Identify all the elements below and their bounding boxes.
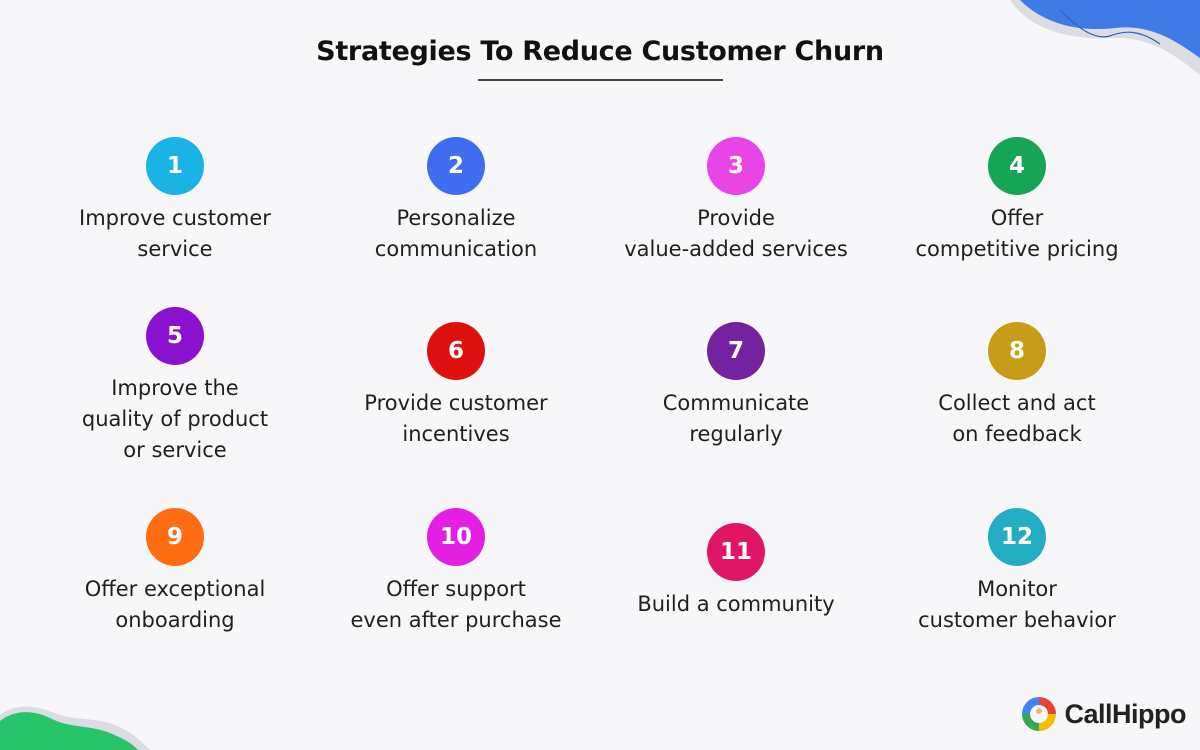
strategy-number-badge: 10 <box>427 508 485 566</box>
top-right-wave-decoration <box>1010 0 1200 75</box>
strategy-number-badge: 6 <box>427 322 485 380</box>
strategy-number-badge: 1 <box>146 137 204 195</box>
strategy-label: Collect and act on feedback <box>938 391 1096 446</box>
strategy-number-badge: 12 <box>988 508 1046 566</box>
page-title: Strategies To Reduce Customer Churn <box>316 36 884 67</box>
strategy-label: Build a community <box>637 592 835 616</box>
callhippo-logo-icon <box>1021 697 1056 731</box>
strategy-number-badge: 8 <box>988 322 1046 380</box>
brand-name: CallHippo <box>1064 698 1187 729</box>
strategy-label: Monitor customer behavior <box>918 577 1116 632</box>
strategy-number-badge: 4 <box>988 137 1046 195</box>
strategy-label: Personalize communication <box>374 206 538 261</box>
title-underline <box>478 79 723 81</box>
strategy-number-badge: 3 <box>707 137 765 195</box>
strategy-label: Provide value-added services <box>624 206 848 261</box>
strategy-number-badge: 11 <box>707 523 765 581</box>
strategy-number-badge: 5 <box>146 307 204 365</box>
green-wave-shape <box>0 712 138 750</box>
strategy-label: Improve the quality of product or servic… <box>81 376 269 462</box>
strategy-number-badge: 7 <box>707 322 765 380</box>
strategy-label: Offer support even after purchase <box>350 577 562 632</box>
bottom-left-wave-decoration <box>0 706 150 750</box>
strategy-label: Communicate regularly <box>662 391 810 446</box>
strategy-label: Provide customer incentives <box>364 391 548 446</box>
strategy-label: Offer competitive pricing <box>915 206 1119 261</box>
strategy-label: Improve customer service <box>79 206 271 261</box>
strategy-label: Offer exceptional onboarding <box>84 577 266 632</box>
strategy-number-badge: 9 <box>146 508 204 566</box>
brand-logo: CallHippo <box>1019 694 1187 734</box>
strategy-number-badge: 2 <box>427 137 485 195</box>
